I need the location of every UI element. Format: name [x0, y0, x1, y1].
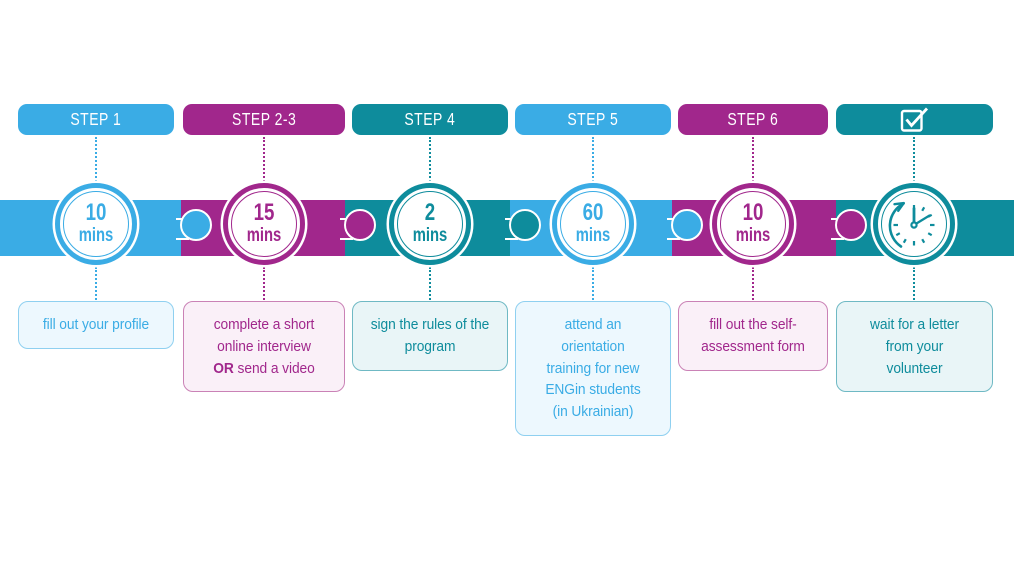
- step-1-description: fill out your profile: [42, 316, 150, 333]
- step-4-time-circle: 2 mins: [389, 183, 471, 265]
- duration-value: 15: [253, 199, 275, 227]
- step-4-description: sign the rules of the program: [370, 316, 490, 355]
- inner-ring: [881, 191, 947, 257]
- duration-unit: mins: [246, 225, 282, 247]
- step-2-3-duration: 15 mins: [236, 188, 292, 260]
- connector-line: [95, 267, 97, 300]
- duration-unit: mins: [412, 225, 448, 247]
- step-6-header: STEP 6: [678, 104, 828, 135]
- step-2-3-description: complete a short online interview OR sen…: [213, 316, 315, 377]
- step-5-header: STEP 5: [515, 104, 671, 135]
- duration-unit: mins: [575, 225, 611, 247]
- final-step-description-box: wait for a letter from your volunteer: [836, 301, 993, 393]
- duration-value: 10: [85, 199, 107, 227]
- step-2-3-label: STEP 2-3: [231, 108, 297, 129]
- step-2-3-time-circle: 15 mins: [223, 183, 305, 265]
- step-1-header: STEP 1: [18, 104, 174, 135]
- step-2-3-header: STEP 2-3: [183, 104, 345, 135]
- connector-line: [95, 137, 97, 182]
- duration-value: 60: [582, 199, 604, 227]
- step-1-duration: 10 mins: [68, 188, 124, 260]
- puzzle-knob: [835, 209, 867, 241]
- inner-ring: [63, 191, 129, 257]
- inner-ring: [720, 191, 786, 257]
- final-step-time-circle: [873, 183, 955, 265]
- puzzle-knob: [180, 209, 212, 241]
- step-4-duration: 2 mins: [402, 188, 458, 260]
- clock-history-icon: [878, 188, 950, 260]
- step-1-label: STEP 1: [70, 108, 122, 129]
- duration-value: 10: [742, 199, 764, 227]
- connector-line: [592, 267, 594, 300]
- step-4-label: STEP 4: [404, 108, 456, 129]
- duration-unit: mins: [78, 225, 114, 247]
- step-4-description-box: sign the rules of the program: [352, 301, 508, 371]
- inner-ring: [231, 191, 297, 257]
- connector-line: [913, 137, 915, 182]
- checkbox-check-icon: [900, 106, 929, 133]
- inner-ring: [560, 191, 626, 257]
- connector-line: [752, 267, 754, 300]
- step-1-time-circle: 10 mins: [55, 183, 137, 265]
- puzzle-knob: [344, 209, 376, 241]
- puzzle-knob: [671, 209, 703, 241]
- step-6-description-box: fill out the self-assessment form: [678, 301, 828, 371]
- step-6-description: fill out the self-assessment form: [701, 316, 805, 355]
- puzzle-knob: [509, 209, 541, 241]
- step-4-header: STEP 4: [352, 104, 508, 135]
- connector-line: [263, 137, 265, 182]
- step-2-3-description-box: complete a short online interview OR sen…: [183, 301, 345, 393]
- connector-line: [429, 267, 431, 300]
- step-6-time-circle: 10 mins: [712, 183, 794, 265]
- step-6-label: STEP 6: [727, 108, 779, 129]
- step-5-duration: 60 mins: [565, 188, 621, 260]
- duration-unit: mins: [735, 225, 771, 247]
- connector-line: [263, 267, 265, 300]
- connector-line: [752, 137, 754, 182]
- final-step-description: wait for a letter from your volunteer: [870, 316, 959, 377]
- step-5-description: attend an orientation training for new E…: [545, 316, 641, 420]
- connector-line: [913, 267, 915, 300]
- duration-value: 2: [424, 199, 436, 227]
- step-5-time-circle: 60 mins: [552, 183, 634, 265]
- step-6-duration: 10 mins: [725, 188, 781, 260]
- connector-line: [592, 137, 594, 182]
- connector-line: [429, 137, 431, 182]
- inner-ring: [397, 191, 463, 257]
- step-5-label: STEP 5: [567, 108, 619, 129]
- step-1-description-box: fill out your profile: [18, 301, 174, 349]
- final-step-header: [836, 104, 993, 135]
- step-5-description-box: attend an orientation training for new E…: [515, 301, 671, 436]
